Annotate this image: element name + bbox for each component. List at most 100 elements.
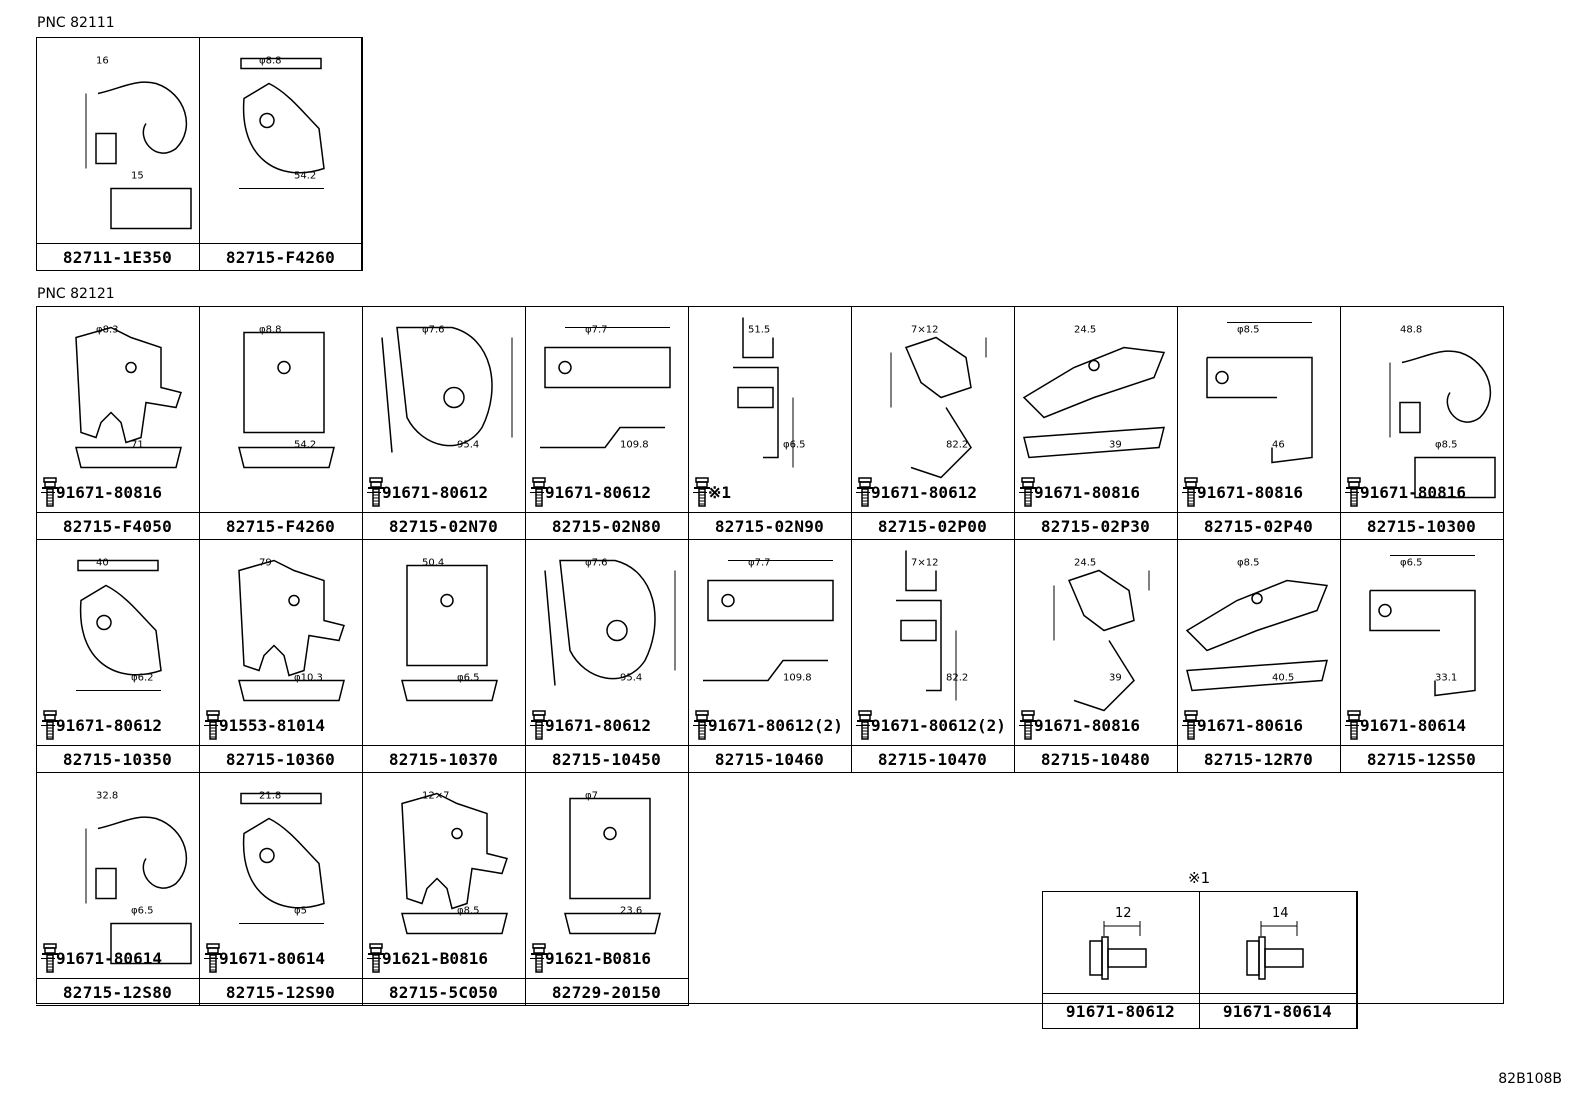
part-number: 82715-F4260 <box>199 512 362 539</box>
bolt-part-number: 91621-B0816 <box>545 948 651 968</box>
bolt-icon <box>531 710 547 740</box>
dimension-label: 32.8 <box>96 791 118 802</box>
part-illustration: φ8.854.2 <box>238 325 335 469</box>
dimension-label: 109.8 <box>620 440 649 451</box>
bolt-icon <box>531 477 547 507</box>
bolt-icon <box>1346 477 1362 507</box>
dimension-label: 109.8 <box>783 673 812 684</box>
bolt-icon <box>42 477 58 507</box>
bolt-part-number: 91671-80816 <box>1034 482 1140 502</box>
bolt-callout: 91671-80816 <box>1019 710 1140 740</box>
bolt-callout: 91671-80612 <box>530 477 651 507</box>
dimension-label: φ8.8 <box>259 56 282 67</box>
part-number: 82711-1E350 <box>36 243 199 270</box>
dimension-label: φ8.5 <box>1435 440 1458 451</box>
bolt-part-number: 91671-80612(2) <box>708 715 843 735</box>
bolt-callout: 91671-80612 <box>41 710 162 740</box>
part-illustration: 32.8φ6.5 <box>85 791 192 965</box>
dimension-label: φ7.7 <box>748 558 771 569</box>
part-number: 91671-80612 <box>1042 993 1199 1028</box>
bolt-part-number: 91671-80612 <box>545 482 651 502</box>
bolt-icon <box>368 477 384 507</box>
part-illustration: φ7.7 109.8 <box>540 325 671 451</box>
bolt-part-number: 91553-81014 <box>219 715 325 735</box>
bolt-part-number: 91671-80816 <box>56 482 162 502</box>
dimension-label: 24.5 <box>1074 325 1096 336</box>
part-illustration: φ8.540.5 <box>1185 558 1329 692</box>
bolt-icon <box>205 943 221 973</box>
bolt-part-number: 91621-B0816 <box>382 948 488 968</box>
dimension-label: 15 <box>131 171 144 182</box>
bolt-part-number: 91671-80614 <box>1360 715 1466 735</box>
part-illustration: φ7.695.4 <box>544 558 676 686</box>
bolt-callout: 91671-80612 <box>530 710 651 740</box>
note-title: ※1 <box>1188 869 1211 887</box>
part-number: 82715-10300 <box>1340 512 1503 539</box>
dimension-label: 51.5 <box>748 325 770 336</box>
dimension-label: φ8.8 <box>259 325 282 336</box>
part-illustration: 50.4φ6.5 <box>401 558 498 702</box>
dimension-label: 82.2 <box>946 673 968 684</box>
part-number: 82715-02N70 <box>362 512 525 539</box>
dimension-label: φ7 <box>585 791 598 802</box>
part-illustration: φ8.8 54.2 <box>239 56 325 189</box>
dimension-label: 12 <box>1115 906 1132 921</box>
bolt-callout: 91553-81014 <box>204 710 325 740</box>
dimension-label: 82.2 <box>946 440 968 451</box>
diagram-code: 82B108B <box>1498 1071 1562 1087</box>
bolt-illustration: 14 <box>1246 906 1304 980</box>
part-number: 82715-10350 <box>36 745 199 772</box>
bolt-callout: 91671-80612(2) <box>856 710 1006 740</box>
bolt-part-number: 91671-80612 <box>545 715 651 735</box>
bolt-part-number: 91671-80612(2) <box>871 715 1006 735</box>
bolt-icon <box>42 710 58 740</box>
dimension-label: φ6.2 <box>131 673 154 684</box>
dimension-label: 14 <box>1272 906 1289 921</box>
bolt-icon <box>205 710 221 740</box>
part-illustration: φ7 23.6 <box>564 791 661 935</box>
part-number: 82715-02P00 <box>851 512 1014 539</box>
dimension-label: 21.8 <box>259 791 281 802</box>
bolt-callout: 91671-80816 <box>1182 477 1303 507</box>
bolt-icon <box>531 943 547 973</box>
dimension-label: 48.8 <box>1400 325 1422 336</box>
dimension-label: φ7.7 <box>585 325 608 336</box>
dimension-label: 23.6 <box>620 906 642 917</box>
dimension-label: 33.1 <box>1435 673 1457 684</box>
bolt-callout: 91671-80612 <box>856 477 977 507</box>
bolt-callout: 91671-80616 <box>1182 710 1303 740</box>
dimension-label: 54.2 <box>294 171 316 182</box>
dimension-label: 95.4 <box>457 440 479 451</box>
part-illustration: φ6.533.1 <box>1369 555 1476 697</box>
bolt-part-number: 91671-80816 <box>1360 482 1466 502</box>
bolt-icon <box>368 943 384 973</box>
bolt-icon <box>694 477 710 507</box>
bolt-illustration: 12 <box>1089 906 1147 980</box>
bolt-icon <box>694 710 710 740</box>
bolt-icon <box>1020 477 1036 507</box>
dimension-label: 79 <box>259 558 272 569</box>
bolt-part-number: 91671-80614 <box>219 948 325 968</box>
part-illustration: 48.8 φ8.5 <box>1389 325 1496 499</box>
part-number: 82715-10450 <box>525 745 688 772</box>
bolt-callout: 91671-80612(2) <box>693 710 843 740</box>
